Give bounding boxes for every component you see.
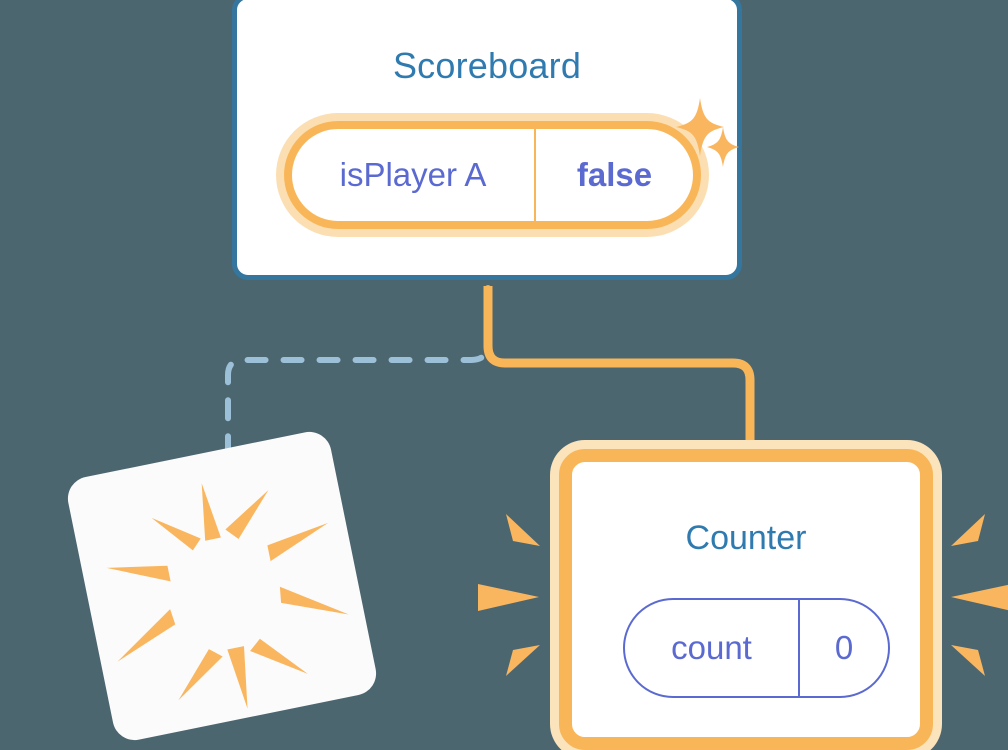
sparkle-large-icon	[676, 98, 724, 156]
scoreboard-prop-name: isPlayer A	[292, 129, 536, 221]
scoreboard-prop-value: false	[576, 156, 653, 193]
burst-ray	[151, 517, 201, 551]
scoreboard-title: Scoreboard	[392, 45, 582, 86]
burst-ray	[506, 645, 540, 676]
burst-ray	[951, 584, 1008, 611]
counter-component-card[interactable]: Counter count 0	[559, 449, 933, 750]
counter-state-name: count	[625, 600, 800, 696]
counter-state-value: 0	[834, 629, 854, 666]
sparkle-small-icon	[707, 127, 739, 167]
counter-title: Counter	[685, 519, 807, 557]
burst-ray	[250, 638, 308, 674]
counter-burst-rays-right	[951, 514, 1008, 676]
burst-ray	[178, 649, 223, 701]
counter-burst-rays-left	[478, 514, 540, 676]
burst-ray	[267, 522, 329, 562]
burst-ray	[106, 565, 171, 582]
burst-ray	[117, 609, 176, 662]
scoreboard-component-card[interactable]: Scoreboard isPlayer A false	[232, 0, 742, 280]
prop-flow-connector-path	[483, 286, 755, 460]
burst-ray	[951, 645, 985, 676]
burst-ray	[478, 584, 539, 611]
ghost-connector-dashed-path	[225, 285, 491, 473]
counter-state-pill[interactable]: count 0	[623, 598, 890, 698]
burst-ray	[225, 490, 269, 540]
burst-ray	[227, 646, 248, 709]
burst-ray	[201, 483, 221, 541]
scoreboard-prop-pill[interactable]: isPlayer A false	[284, 121, 701, 229]
burst-ray	[951, 514, 985, 546]
burst-ray	[506, 514, 540, 546]
